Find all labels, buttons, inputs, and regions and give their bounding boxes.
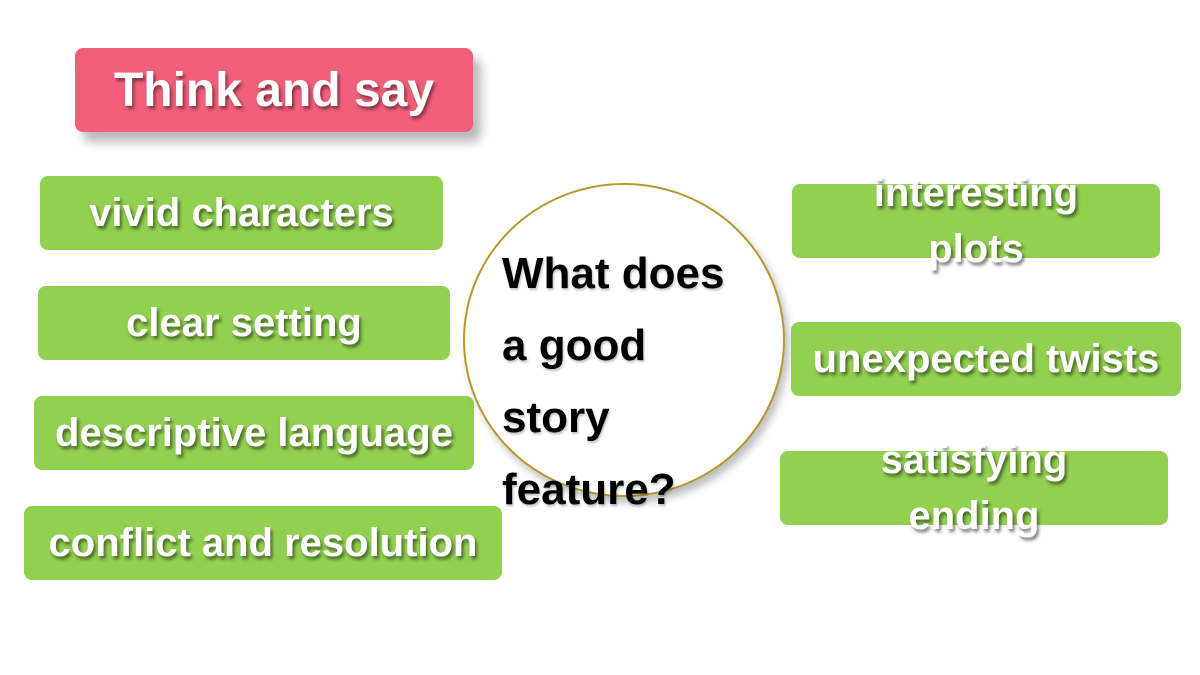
tag-interesting-plots[interactable]: interesting plots: [792, 171, 1160, 271]
tag-descriptive-language[interactable]: descriptive language: [34, 396, 474, 470]
tag-label: clear setting: [126, 301, 362, 345]
tag-clear-setting[interactable]: clear setting: [38, 286, 450, 360]
tag-label: descriptive language: [55, 411, 453, 455]
tag-unexpected-twists[interactable]: unexpected twists: [791, 322, 1181, 396]
question-text: What does a good story feature?: [502, 249, 725, 514]
tag-label: satisfying ending: [880, 438, 1068, 538]
question-circle: [463, 183, 785, 497]
tag-label: vivid characters: [89, 191, 394, 235]
tag-satisfying-ending[interactable]: satisfying ending: [780, 438, 1168, 538]
tag-conflict-and-resolution[interactable]: conflict and resolution: [24, 506, 502, 580]
tag-label: unexpected twists: [812, 337, 1160, 381]
tag-vivid-characters[interactable]: vivid characters: [40, 176, 443, 250]
tag-label: conflict and resolution: [48, 521, 478, 565]
tag-label: interesting plots: [873, 171, 1079, 271]
slide-title: Think and say: [113, 63, 435, 117]
think-and-say-banner: Think and say: [75, 48, 473, 132]
